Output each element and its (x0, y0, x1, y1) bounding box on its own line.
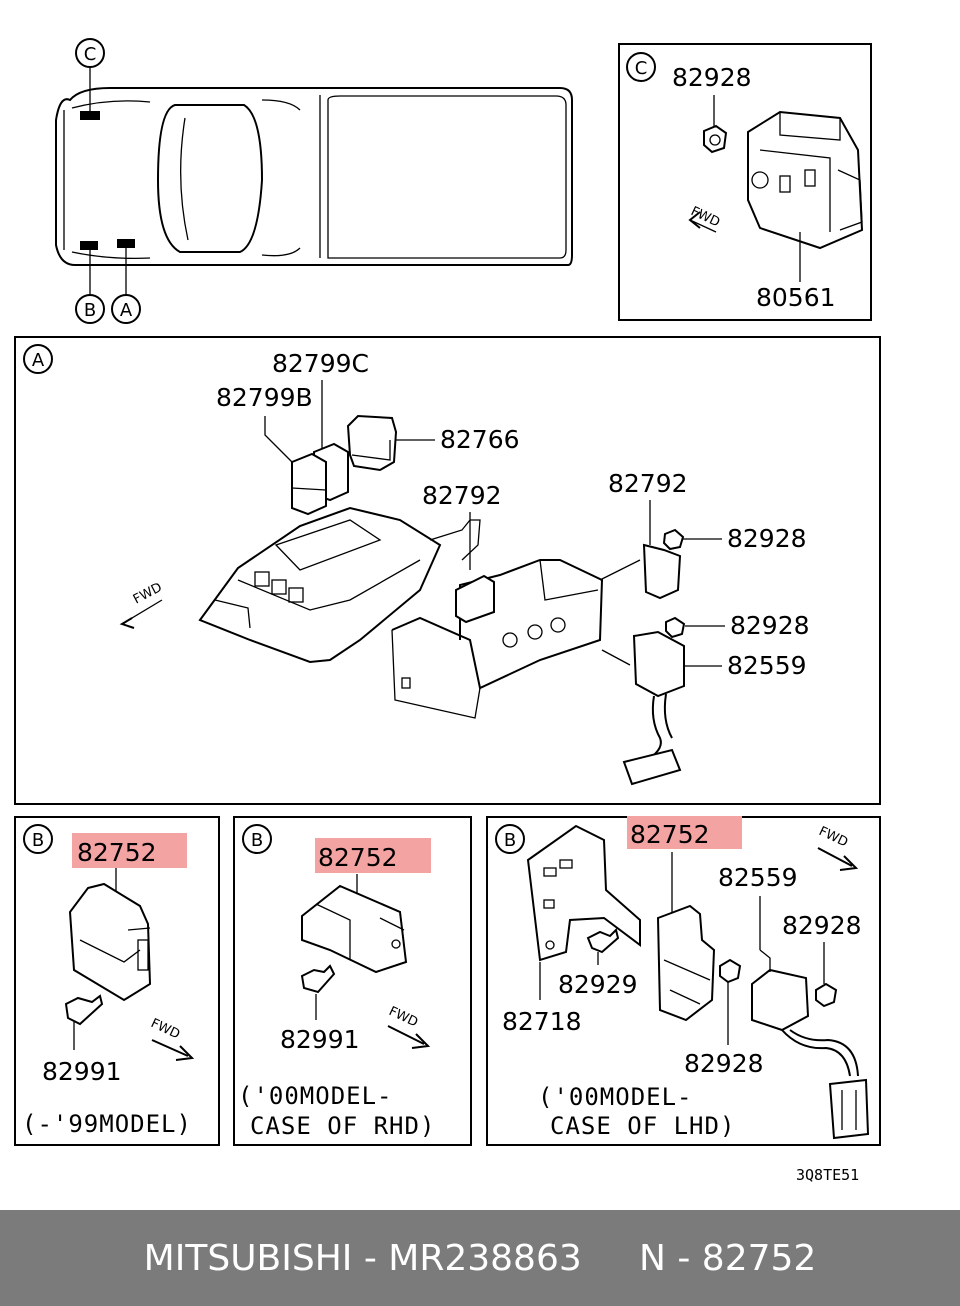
bracket-82718 (526, 824, 641, 962)
label-82766: 82766 (440, 425, 520, 454)
label-82752-b1: 82752 (77, 838, 157, 867)
relay-82559-a (632, 630, 685, 698)
label-82928-a1: 82928 (727, 524, 807, 553)
parts-diagram: C B A C 82928 FWD 80561 A 82799C 82799B (14, 38, 881, 1184)
note-b2-line1: ('00MODEL- (238, 1082, 393, 1110)
label-82991-b2: 82991 (280, 1025, 360, 1054)
connector-82559-b3 (828, 1078, 870, 1140)
vehicle-top-view: C B A (55, 38, 573, 324)
label-82928-c: 82928 (672, 63, 752, 92)
fwd-arrow-b3 (817, 847, 853, 867)
panel-b1-callout: B (32, 830, 44, 851)
callout-circle-c (75, 38, 105, 68)
bolt-82991-b2 (300, 964, 336, 994)
label-82752-b2: 82752 (318, 843, 398, 872)
panel-b3-callout: B (504, 830, 516, 851)
note-b2-line2: CASE OF RHD) (250, 1112, 435, 1140)
relay-box (198, 506, 442, 664)
note-b1: (-'99MODEL) (22, 1110, 192, 1138)
nut-82928-b3b (815, 982, 838, 1008)
relay-82799b (291, 452, 327, 516)
label-82799c: 82799C (272, 349, 369, 378)
panel-b2-callout: B (251, 830, 263, 851)
connector-82559-a (622, 748, 682, 786)
module-82752-b1 (68, 882, 152, 1002)
label-82991-b1: 82991 (42, 1057, 122, 1086)
label-82559-b3: 82559 (718, 863, 798, 892)
fwd-label-a: FWD (131, 580, 165, 607)
relay-82766 (346, 414, 398, 472)
nut-82928-c (703, 124, 728, 154)
module-82752-b2 (301, 884, 408, 974)
footer-bar (0, 1210, 960, 1306)
highlight-82752-b1 (72, 833, 187, 868)
highlight-82752-b2 (315, 838, 431, 873)
panel-b1: B 82752 82991 FWD (-'99MODEL) (14, 816, 220, 1146)
label-82928-b3a: 82928 (684, 1049, 764, 1078)
label-82929: 82929 (558, 970, 638, 999)
highlight-82752-b3 (627, 816, 742, 849)
nut-82928-a1 (662, 528, 685, 551)
note-b3-line1: ('00MODEL- (538, 1083, 693, 1111)
nut-82928-a2 (665, 616, 686, 639)
note-b3-line2: CASE OF LHD) (550, 1112, 735, 1140)
label-82799b: 82799B (216, 383, 313, 412)
module-82752-b3 (656, 904, 716, 1022)
callout-circle-a (111, 294, 141, 324)
label-82718: 82718 (502, 1007, 582, 1036)
panel-a: A 82799C 82799B 82766 82792 82792 82928 … (14, 336, 881, 805)
label-82928-b3b: 82928 (782, 911, 862, 940)
relay-82792-a (455, 574, 495, 624)
mounting-bracket (391, 559, 604, 690)
panel-b3: B 82752 82718 82929 82928 FWD 82559 (486, 816, 881, 1146)
nut-82928-b3a (719, 958, 742, 984)
fwd-arrow-b2 (387, 1025, 425, 1045)
panel-c: C 82928 FWD 80561 (618, 43, 872, 321)
panel-a-callout: A (32, 350, 45, 371)
label-82792-a1: 82792 (422, 481, 502, 510)
relay-82792-b (642, 543, 682, 600)
relay-82559-b3 (751, 968, 810, 1032)
label-82559-a: 82559 (727, 651, 807, 680)
panel-b2: B 82752 82991 FWD ('00MODEL- CASE OF RHD… (233, 816, 472, 1146)
fwd-label-b1: FWD (148, 1016, 182, 1042)
fwd-arrow-b1 (151, 1039, 189, 1057)
label-82928-a2: 82928 (730, 611, 810, 640)
callout-c: C (84, 44, 97, 65)
label-80561: 80561 (756, 283, 836, 312)
footer-part-info: MITSUBISHI - MR238863 N - 82752 (143, 1238, 817, 1279)
callout-b: B (84, 300, 96, 321)
label-82752-b3: 82752 (630, 820, 710, 849)
panel-c-callout: C (635, 58, 648, 79)
fwd-label-b3: FWD (816, 824, 850, 850)
label-82792-a2: 82792 (608, 469, 688, 498)
bolt-82991-b1 (64, 994, 104, 1026)
callout-circle-b (75, 294, 105, 324)
callout-a: A (120, 300, 133, 321)
bolt-82929 (586, 928, 620, 954)
fwd-label-b2: FWD (386, 1004, 420, 1030)
drawing-code: 3Q8TE51 (796, 1166, 859, 1184)
